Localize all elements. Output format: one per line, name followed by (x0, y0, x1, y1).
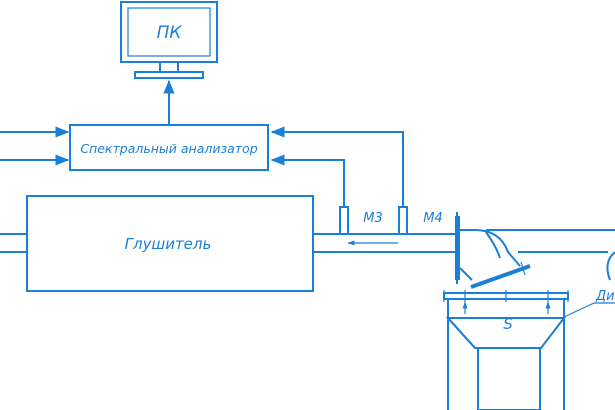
microphone-m4 (398, 206, 408, 235)
spectral-analyzer: Спектральный анализатор (69, 124, 269, 171)
pc-label: ПК (157, 23, 183, 43)
chamber-body (445, 299, 567, 410)
elbow-duct (459, 229, 521, 281)
microphone-m3 (339, 206, 349, 235)
outlet-pipe (313, 233, 456, 253)
muffler: Глушитель (26, 195, 314, 292)
m3-label: М3 (363, 211, 383, 226)
right-duct (486, 229, 615, 281)
area-s-label: S (503, 315, 513, 333)
tilted-plate (470, 261, 531, 289)
analyzer-label: Спектральный анализатор (80, 141, 257, 156)
leader-line (563, 302, 595, 318)
pc-monitor: ПК (120, 1, 218, 79)
m3-signal-line (270, 154, 345, 207)
flange (455, 212, 460, 284)
m4-label: М4 (423, 211, 443, 226)
m4-signal-line (270, 126, 404, 207)
muffler-label: Глушитель (125, 235, 212, 253)
cut-off-label: Ди (595, 289, 615, 304)
chamber-top-plate (443, 290, 569, 302)
inlet-pipe (0, 233, 27, 253)
